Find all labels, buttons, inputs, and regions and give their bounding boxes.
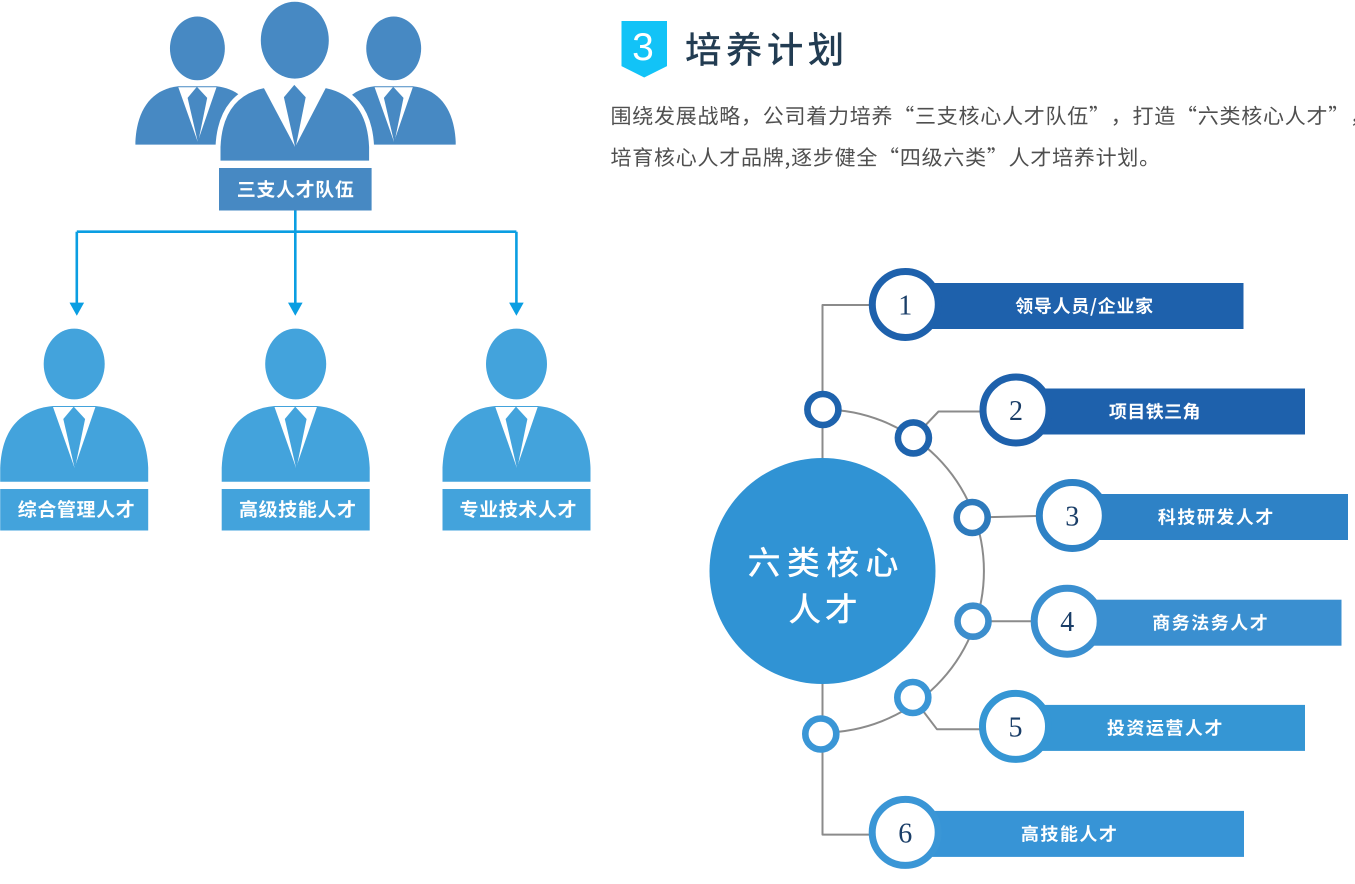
- svg-text:1: 1: [898, 291, 912, 322]
- svg-text:6: 6: [898, 818, 912, 849]
- svg-text:5: 5: [1009, 712, 1023, 743]
- svg-text:3: 3: [1065, 502, 1079, 533]
- svg-text:4: 4: [1060, 607, 1074, 638]
- svg-text:3: 3: [632, 26, 654, 69]
- svg-text:2: 2: [1009, 396, 1023, 427]
